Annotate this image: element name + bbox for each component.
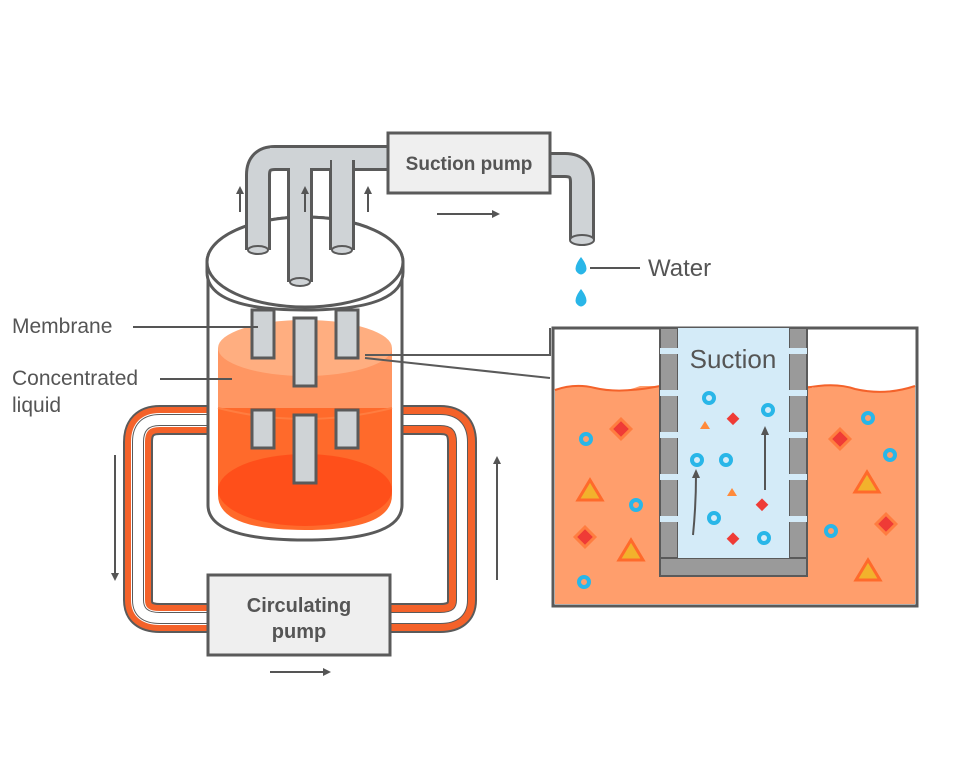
circulating-loop-pipe [123, 405, 477, 633]
water-drop-icon [575, 289, 587, 307]
membrane-detail-view: Suction [551, 326, 919, 608]
water-drop-icon [575, 257, 587, 275]
membrane-label: Membrane [12, 315, 112, 338]
circulating-pump-label-line2: pump [272, 621, 326, 643]
water-drops [575, 257, 587, 307]
circulating-pump-label-line1: Circulating [247, 595, 351, 617]
concentrated-liquid-label-line1: Concentrated [12, 367, 138, 390]
water-label: Water [648, 255, 711, 282]
flow-arrows-suction [236, 186, 500, 218]
membrane-tubes [250, 308, 360, 485]
concentrated-liquid-label-line2: liquid [12, 394, 61, 417]
suction-pump-label: Suction pump [406, 154, 533, 175]
circulating-pump: Circulating pump [206, 573, 392, 657]
suction-manifold [245, 145, 595, 287]
suction-label: Suction [690, 344, 777, 374]
suction-pump: Suction pump [386, 131, 552, 195]
outlet-pipe-end [569, 234, 595, 246]
flow-arrows-circulation [111, 455, 501, 676]
